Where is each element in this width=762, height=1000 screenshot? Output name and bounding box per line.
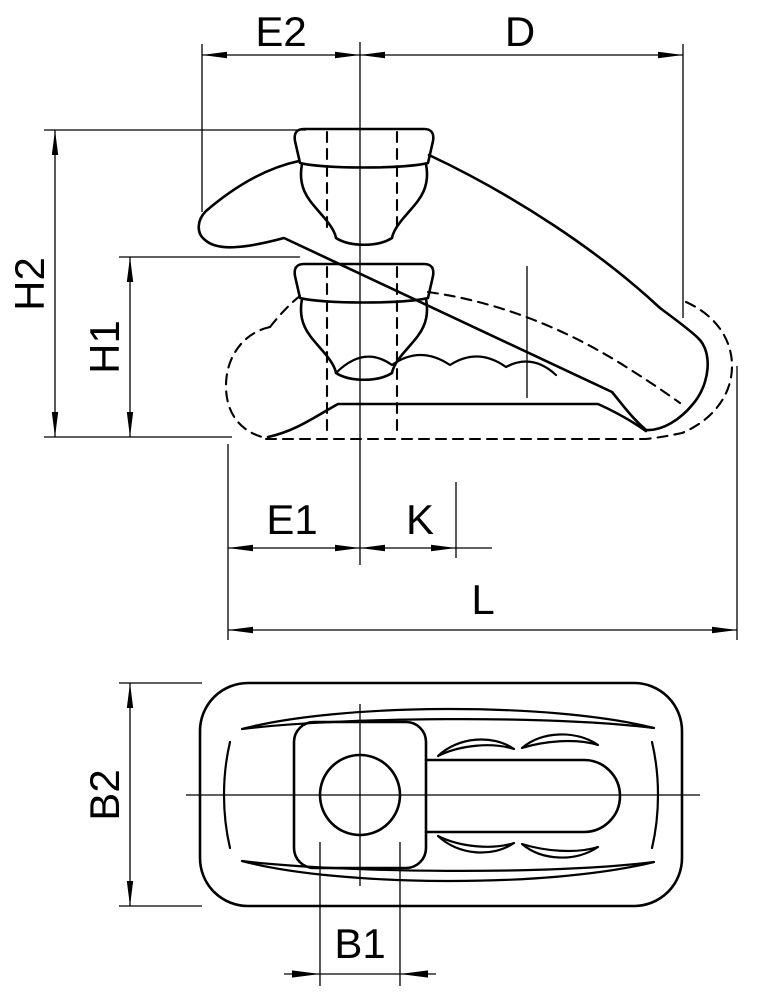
top-view: B2 B1 [81, 681, 700, 986]
dim-label-h2: H2 [6, 257, 53, 311]
washer-dome-lower [299, 297, 429, 382]
dimension-k: K [360, 482, 492, 558]
clamp-body-outline [197, 153, 709, 432]
dimension-b2: B2 [81, 682, 202, 907]
dimension-b1: B1 [284, 842, 436, 986]
body-outline-top-view [198, 681, 684, 908]
side-view: E2 D H2 H1 E1 K [6, 8, 738, 640]
dimension-e1: E1 [227, 444, 360, 640]
dimension-h1: H1 [81, 256, 300, 437]
rib-bottom-left [436, 834, 516, 854]
dim-label-e2: E2 [255, 8, 306, 55]
rib-top-left [436, 738, 516, 758]
rib-top-right [520, 733, 600, 750]
lowered-nose-arc [224, 325, 272, 440]
lowered-top-edge-right [426, 290, 682, 405]
dim-label-l: L [471, 576, 494, 623]
washer-plate [292, 720, 428, 870]
dim-label-e1: E1 [266, 496, 317, 543]
rib-bottom-right [520, 842, 600, 859]
arrowhead-left [292, 970, 320, 978]
lowered-top-edge-left [268, 294, 302, 329]
dim-label-d: D [505, 8, 535, 55]
bolt-assembly-upper [293, 127, 435, 247]
right-inner-edge [650, 740, 660, 850]
washer-dome-upper [299, 162, 429, 247]
left-inner-edge [222, 740, 232, 850]
dim-label-h1: H1 [81, 320, 128, 374]
dimension-e2: E2 [201, 8, 360, 212]
dimension-d: D [360, 8, 684, 318]
bolt-cap-lower [293, 262, 435, 304]
lowered-tip-arc [643, 300, 734, 441]
dim-label-b1: B1 [334, 920, 385, 967]
lowered-position-dashed [224, 130, 734, 441]
bolt-cap-upper [293, 127, 435, 169]
dim-label-b2: B2 [81, 769, 128, 820]
dimension-h2: H2 [6, 129, 306, 438]
bolt-assembly-lower [293, 262, 435, 382]
dim-label-k: K [406, 496, 434, 543]
serration-wave [334, 354, 558, 377]
dimension-l: L [228, 366, 738, 640]
serration-ribs [436, 733, 600, 859]
bolt-hole [318, 753, 402, 837]
base-contour [266, 402, 648, 439]
arrowhead-right [400, 970, 428, 978]
slot-outline [424, 758, 622, 834]
